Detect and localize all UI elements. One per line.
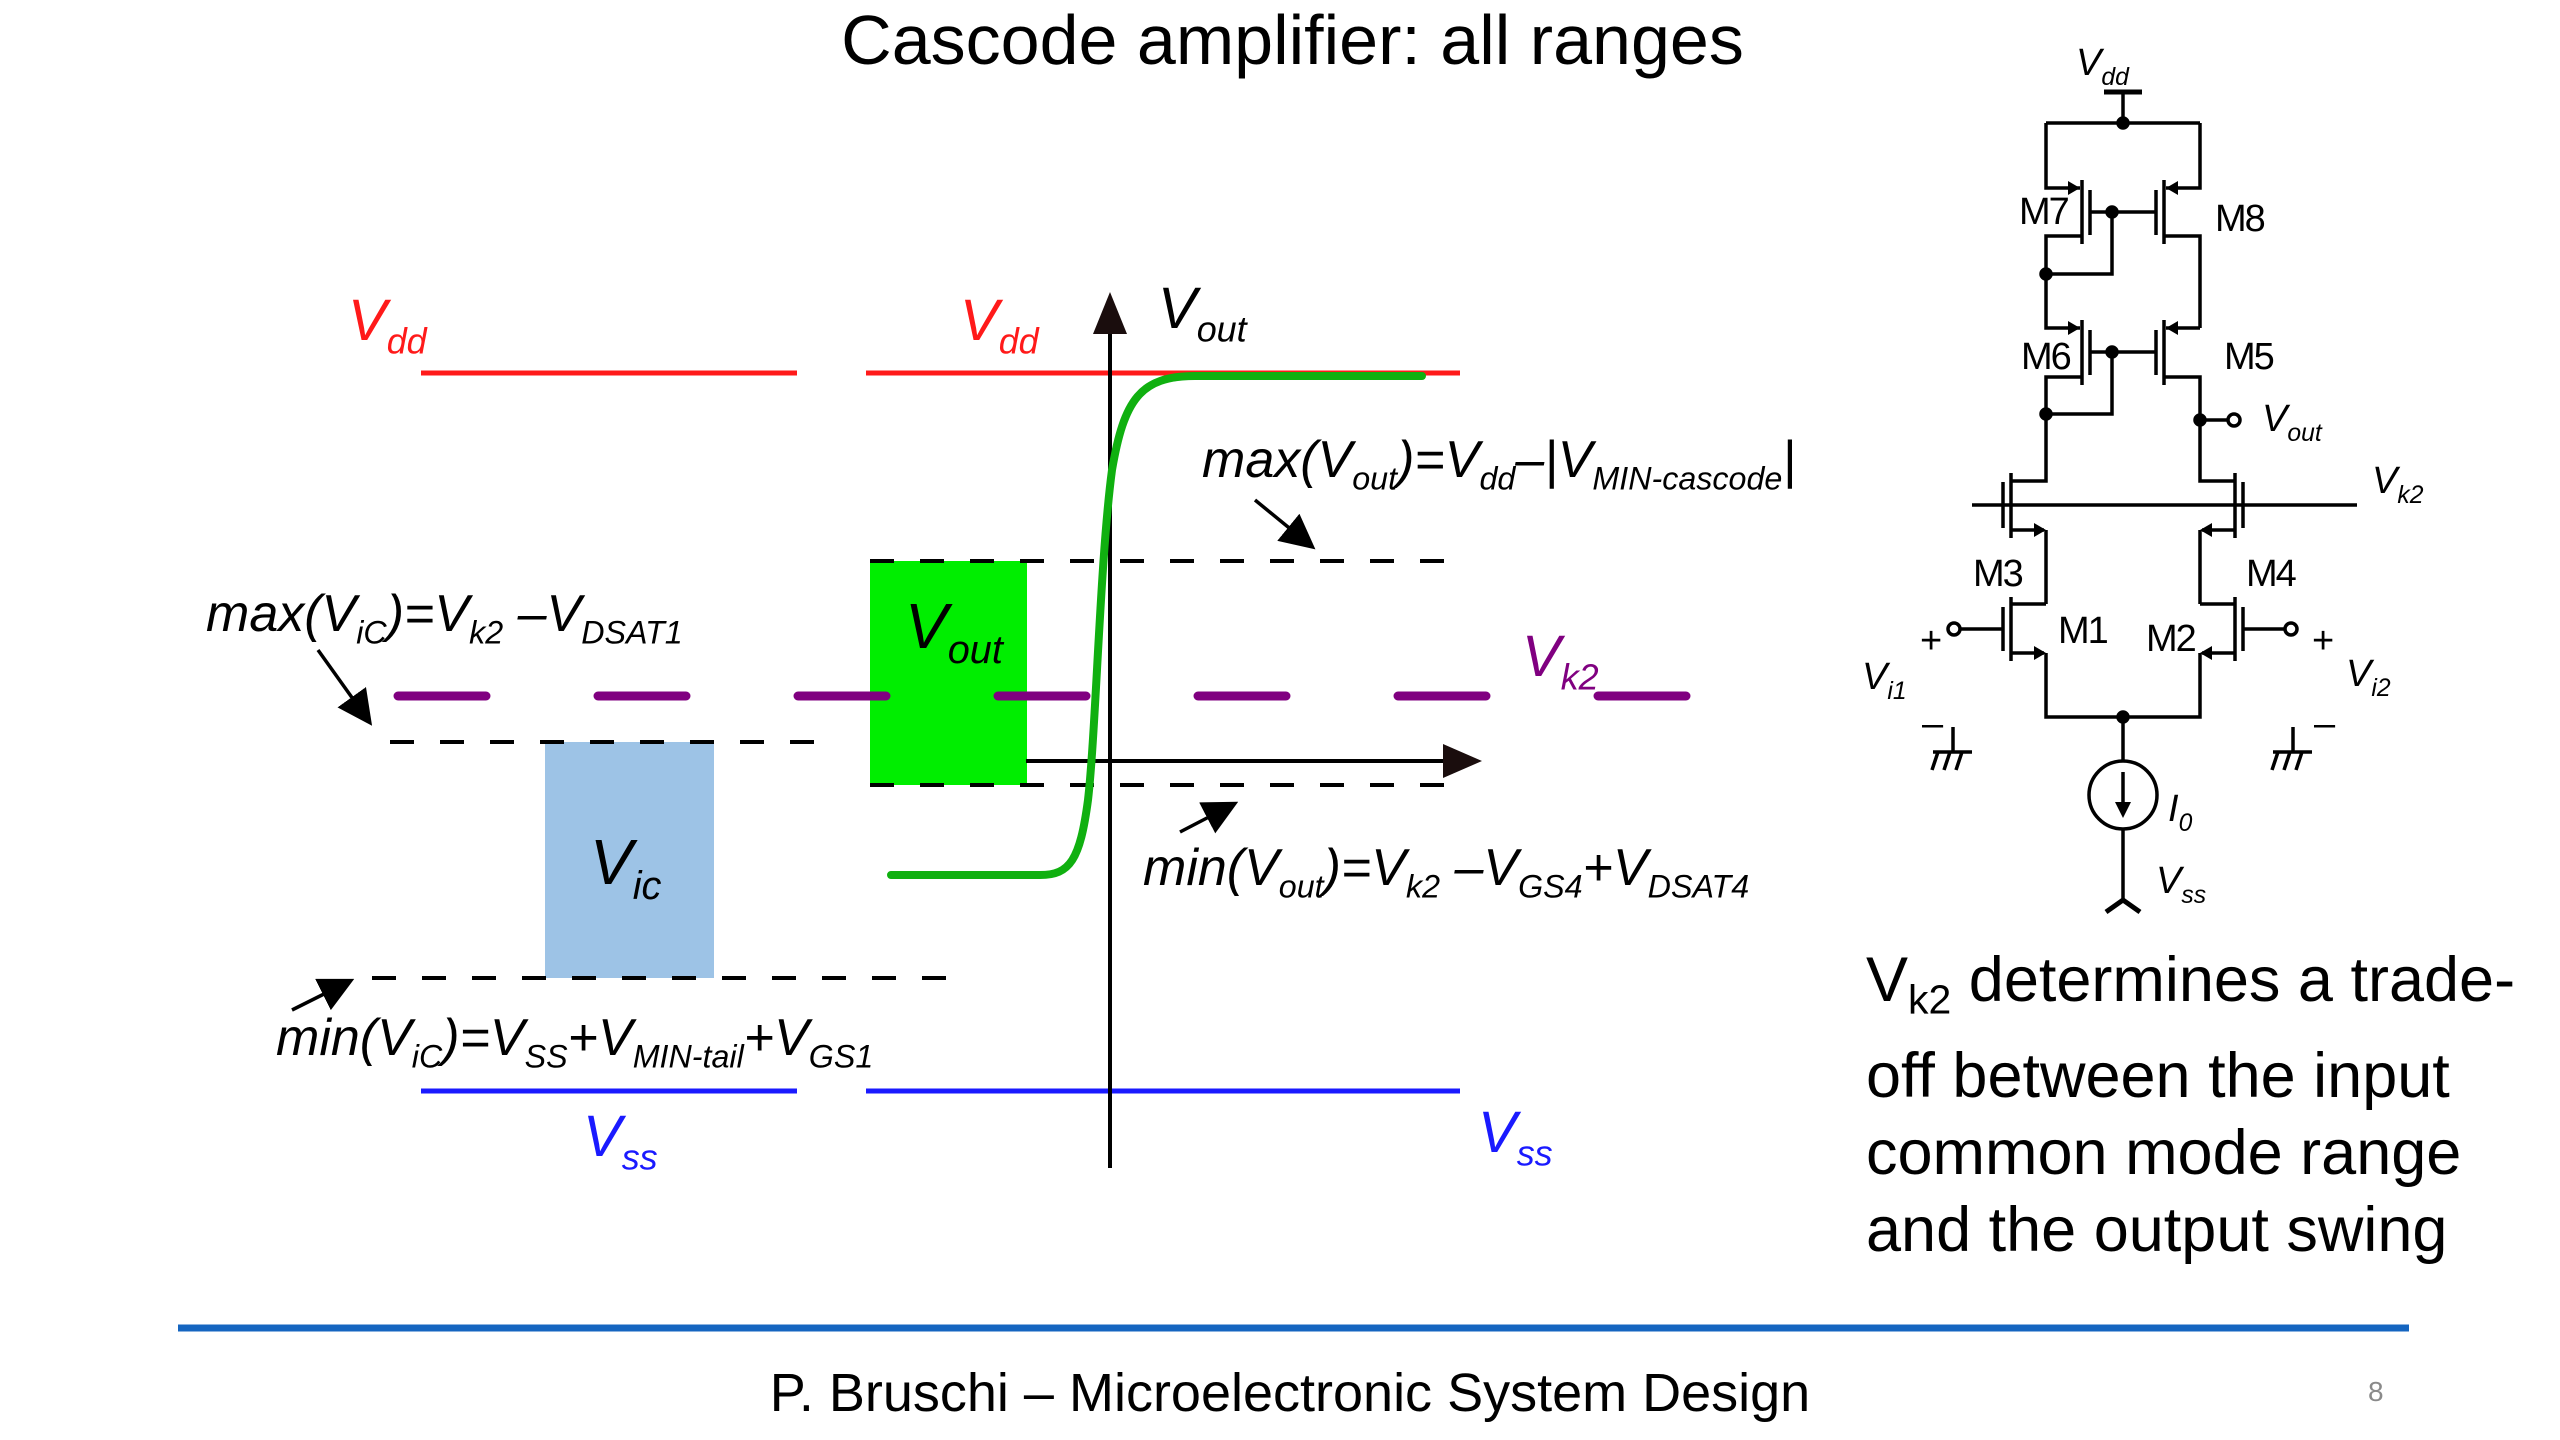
y-axis-arrowhead (1093, 292, 1127, 334)
min-vout-equation: min(Vout)=Vk2 –VGS4+VDSAT4 (1143, 839, 1750, 905)
transistor-label-m5: M5 (2224, 336, 2275, 378)
min-vic-equation: min(ViC)=VSS+VMIN-tail+VGS1 (276, 1009, 874, 1075)
min-vout-arrow (1179, 801, 1239, 834)
vss-label-left: Vss (583, 1104, 658, 1178)
slide-footer: P. Bruschi – Microelectronic System Desi… (769, 1363, 1811, 1423)
max-vic-arrow (316, 648, 373, 726)
schematic-vi1-label: Vi1 (1862, 656, 1907, 705)
vout-box-label: Vout (905, 590, 1003, 673)
vdd-label-left: Vdd (348, 288, 427, 362)
vout-range-box (870, 561, 1027, 785)
vss-label-right: Vss (1478, 1100, 1553, 1174)
schematic-i0-label: I0 (2168, 788, 2193, 837)
schematic-vi2-label: Vi2 (2346, 653, 2391, 702)
vi1-plus-sign: + (1920, 620, 1942, 662)
schematic-vss-label: Vss (2156, 860, 2207, 909)
vk2-label: Vk2 (1522, 624, 1599, 698)
transistor-label-m7: M7 (2019, 191, 2070, 233)
vic-range-box (545, 742, 714, 978)
slide-title: Cascode amplifier: all ranges (841, 1, 1744, 79)
min-vic-arrow (291, 978, 355, 1012)
x-axis-arrowhead (1443, 744, 1482, 778)
transistor-label-m8: M8 (2215, 198, 2266, 240)
transistor-label-m1: M1 (2058, 610, 2109, 652)
schematic-vk2-label: Vk2 (2372, 460, 2424, 509)
vi1-minus-sign: – (1922, 703, 1943, 745)
schematic-vdd-label: Vdd (2076, 42, 2129, 91)
max-vout-arrow (1253, 498, 1316, 550)
tradeoff-note: Vk2 determines a trade- off between the … (1866, 945, 2516, 1266)
max-vout-equation: max(Vout)=Vdd–|VMIN-cascode| (1202, 431, 1796, 497)
transistor-label-m3: M3 (1973, 553, 2024, 595)
transistor-label-m6: M6 (2021, 336, 2072, 378)
transfer-curve (887, 372, 1426, 879)
vi2-minus-sign: – (2314, 703, 2335, 745)
page-number: 8 (2368, 1376, 2384, 1407)
max-vic-equation: max(ViC)=Vk2 –VDSAT1 (206, 585, 683, 651)
cascode-schematic (1930, 89, 2357, 915)
vout-axis-label: Vout (1158, 276, 1247, 350)
schematic-vout-label: Vout (2262, 398, 2322, 447)
vic-box-label: Vic (590, 826, 662, 909)
vdd-label-right: Vdd (960, 288, 1039, 362)
vi2-plus-sign: + (2312, 620, 2334, 662)
transistor-label-m2: M2 (2146, 618, 2197, 660)
transistor-label-m4: M4 (2246, 553, 2297, 595)
